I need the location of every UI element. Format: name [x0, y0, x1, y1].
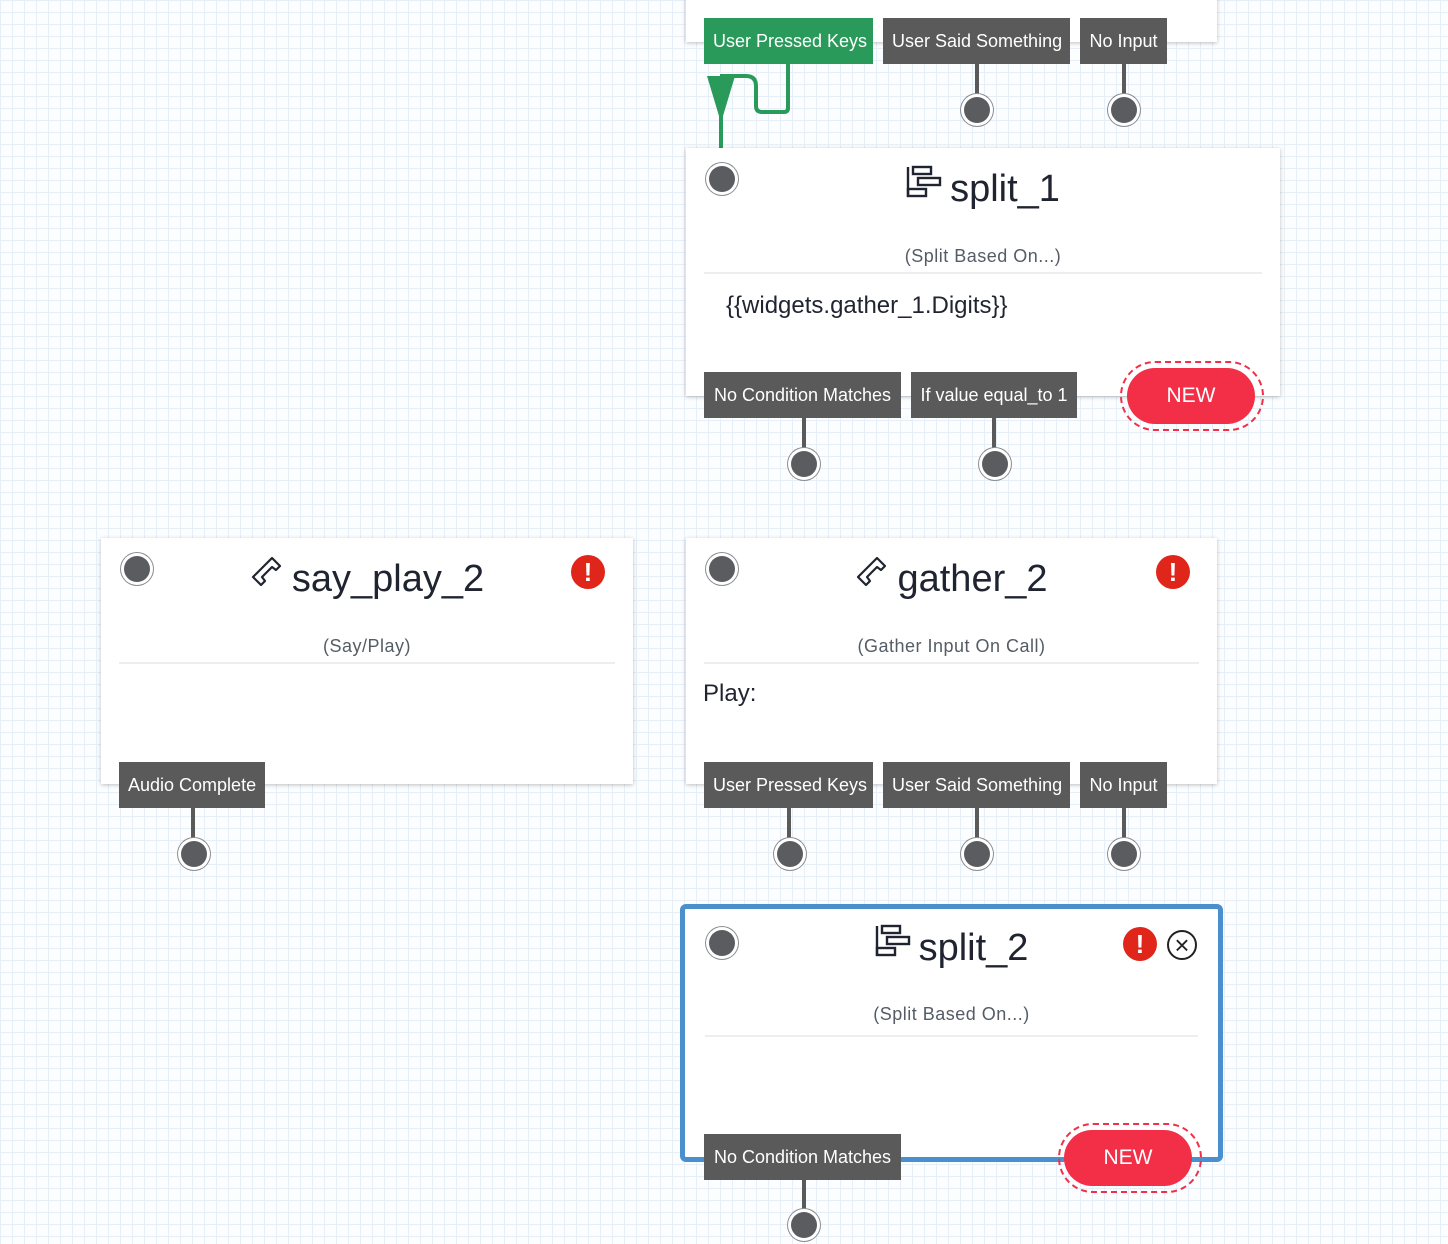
connector-stem: [802, 418, 806, 452]
connector-stem: [1122, 64, 1126, 98]
output-port[interactable]: [791, 1212, 817, 1238]
divider: [119, 662, 615, 664]
widget-title: gather_2: [686, 555, 1217, 603]
transition-user-said-something[interactable]: User Said Something: [883, 762, 1070, 808]
split-icon: [875, 923, 911, 969]
close-icon[interactable]: ×: [1167, 930, 1197, 960]
input-port[interactable]: [709, 166, 735, 192]
split-icon: [906, 164, 942, 210]
output-port[interactable]: [964, 97, 990, 123]
output-port[interactable]: [1111, 97, 1137, 123]
connector-stem: [802, 1180, 806, 1214]
input-port[interactable]: [709, 556, 735, 582]
divider: [704, 272, 1262, 274]
transition-user-pressed-keys[interactable]: User Pressed Keys: [704, 18, 873, 64]
new-transition-ring: [1058, 1123, 1202, 1193]
input-port[interactable]: [124, 556, 150, 582]
transition-if-value-equal-to-1[interactable]: If value equal_to 1: [911, 372, 1077, 418]
phone-icon: [250, 555, 284, 599]
transition-no-condition-matches[interactable]: No Condition Matches: [704, 372, 901, 418]
transition-user-said-something[interactable]: User Said Something: [883, 18, 1070, 64]
divider: [704, 662, 1199, 664]
widget-title: split_2: [685, 924, 1218, 973]
say-play-2-card[interactable]: say_play_2 ! (Say/Play): [101, 538, 633, 784]
warning-icon[interactable]: !: [1156, 555, 1190, 589]
transition-audio-complete[interactable]: Audio Complete: [119, 762, 265, 808]
output-port[interactable]: [982, 451, 1008, 477]
output-port[interactable]: [964, 841, 990, 867]
phone-icon: [855, 555, 889, 599]
split-variable: {{widgets.gather_1.Digits}}: [726, 292, 1008, 319]
output-port[interactable]: [181, 841, 207, 867]
connector-stem: [992, 418, 996, 452]
transition-no-input[interactable]: No Input: [1080, 762, 1167, 808]
widget-subtitle: (Split Based On...): [873, 1004, 1030, 1024]
transition-no-condition-matches[interactable]: No Condition Matches: [704, 1134, 901, 1180]
divider: [705, 1035, 1198, 1037]
gather-2-card[interactable]: gather_2 ! (Gather Input On Call) Play:: [686, 538, 1217, 784]
widget-subtitle: (Split Based On...): [904, 246, 1062, 266]
connector-stem: [975, 808, 979, 842]
widget-title: split_1: [686, 165, 1280, 214]
connector-stem: [975, 64, 979, 98]
widget-title-text: split_1: [950, 168, 1060, 211]
split-2-card[interactable]: split_2 ! × (Split Based On...): [680, 904, 1223, 1162]
new-transition-ring: [1120, 361, 1264, 431]
input-port[interactable]: [709, 930, 735, 956]
widget-title-text: split_2: [918, 927, 1029, 970]
warning-icon[interactable]: !: [571, 555, 605, 589]
connector-stem: [191, 808, 195, 842]
output-port[interactable]: [1111, 841, 1137, 867]
widget-subtitle: (Gather Input On Call): [857, 636, 1046, 656]
new-transition-button[interactable]: NEW: [1127, 368, 1255, 424]
gather-play-label: Play:: [703, 680, 757, 707]
split-1-card[interactable]: split_1 (Split Based On...) {{widgets.ga…: [686, 148, 1280, 396]
warning-icon[interactable]: !: [1123, 927, 1157, 961]
widget-title: say_play_2: [101, 555, 633, 603]
connector-stem: [787, 808, 791, 842]
connection-line[interactable]: [690, 60, 810, 160]
widget-title-text: say_play_2: [291, 558, 485, 600]
new-transition-button[interactable]: NEW: [1064, 1130, 1192, 1186]
connector-stem: [1122, 808, 1126, 842]
output-port[interactable]: [777, 841, 803, 867]
widget-subtitle: (Say/Play): [322, 636, 412, 656]
widget-title-text: gather_2: [897, 558, 1048, 600]
transition-user-pressed-keys[interactable]: User Pressed Keys: [704, 762, 873, 808]
transition-no-input[interactable]: No Input: [1080, 18, 1167, 64]
output-port[interactable]: [791, 451, 817, 477]
